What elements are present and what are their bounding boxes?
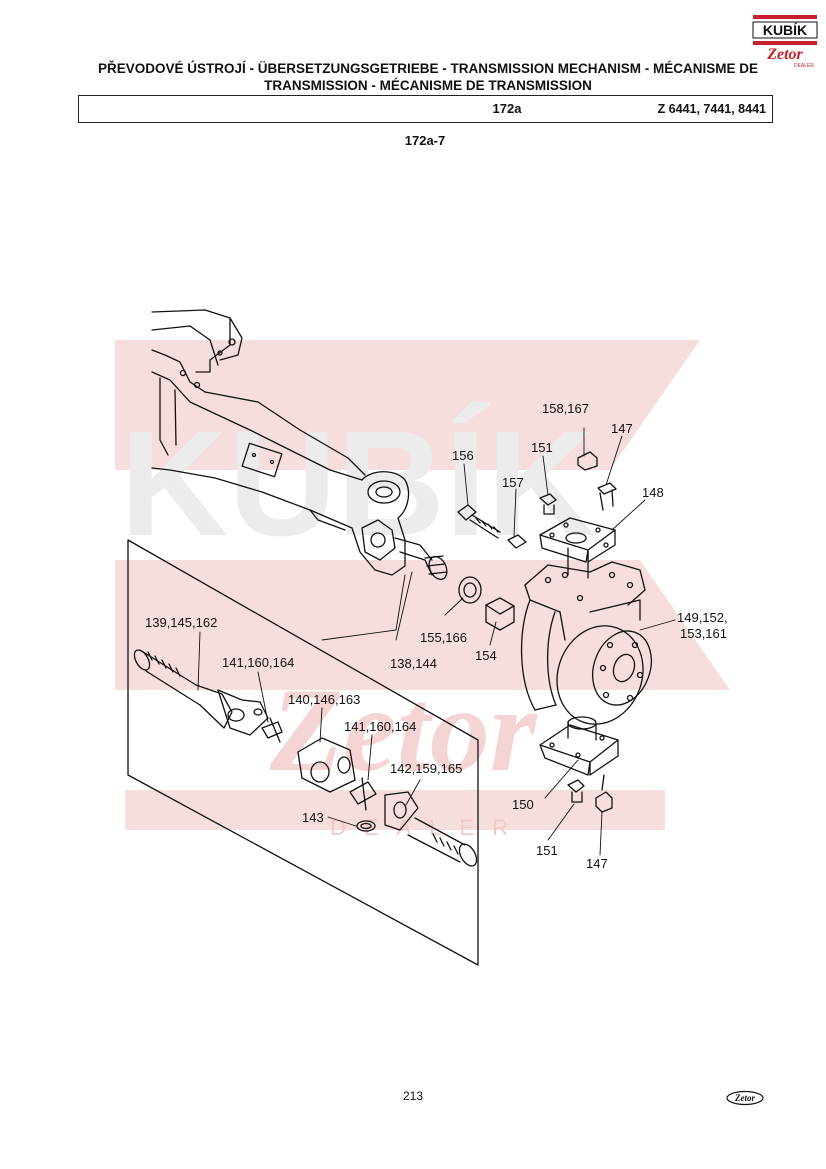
callout-138-144: 138,144: [390, 656, 437, 671]
lower-bearing-plate: [539, 716, 619, 776]
housing-joint: [361, 519, 448, 581]
page-number: 213: [402, 1089, 424, 1103]
kubik-zetor-logo: KUBÍK Zetor DEALER: [752, 15, 818, 69]
zetor-footer-logo: Zetor: [726, 1090, 764, 1106]
svg-text:KUBÍK: KUBÍK: [763, 22, 807, 38]
callout-147-upper: 147: [611, 421, 633, 436]
leader-lines: [197, 427, 676, 856]
kingpin-cap: [577, 451, 598, 471]
bolt-upper: [597, 482, 617, 511]
title-line-1: PŘEVODOVÉ ÚSTROJÍ - ÜBERSETZUNGSGETRIEBE…: [97, 61, 759, 76]
document-title: PŘEVODOVÉ ÚSTROJÍ - ÜBERSETZUNGSGETRIEBE…: [96, 60, 760, 94]
callout-150: 150: [512, 797, 534, 812]
driveshaft-frame: [127, 539, 479, 966]
figure-id: 172a-7: [404, 133, 446, 148]
title-line-2: TRANSMISSION - MÉCANISME DE TRANSMISSION: [264, 78, 592, 93]
grease-nipple-lower: [567, 779, 585, 803]
grease-nipple-upper: [539, 493, 557, 515]
seal-ring: [458, 576, 482, 604]
callout-140-146-163: 140,146,163: [288, 692, 361, 707]
svg-text:Zetor: Zetor: [766, 46, 803, 63]
header-box: 172a Z 6441, 7441, 8441: [78, 95, 773, 123]
section-code: 172a: [492, 101, 522, 116]
axle-housing: [151, 309, 410, 576]
callout-151-lower: 151: [536, 843, 558, 858]
bolt-lower: [595, 774, 613, 813]
callout-142-159-165: 142,159,165: [390, 761, 463, 776]
callout-141-160-164-right: 141,160,164: [344, 719, 417, 734]
callout-141-160-164-left: 141,160,164: [222, 655, 295, 670]
svg-text:Zetor: Zetor: [734, 1093, 755, 1103]
bolt-and-nut: [457, 504, 527, 549]
callout-143: 143: [302, 810, 324, 825]
svg-text:DEALER: DEALER: [794, 63, 814, 69]
drive-shaft-assembly: [133, 649, 478, 867]
callout-147-lower: 147: [586, 856, 608, 871]
callout-154: 154: [475, 648, 497, 663]
callout-156: 156: [452, 448, 474, 463]
callout-149-152: 149,152,: [677, 610, 728, 625]
callout-153-161: 153,161: [680, 626, 727, 641]
callout-151-upper: 151: [531, 440, 553, 455]
callout-139-145-162: 139,145,162: [145, 615, 218, 630]
callout-158-167: 158,167: [542, 401, 589, 416]
model-list: Z 6441, 7441, 8441: [657, 102, 766, 116]
steering-knuckle: [520, 561, 652, 725]
callout-155-166: 155,166: [420, 630, 467, 645]
upper-bearing-plate: [539, 517, 616, 579]
bush: [485, 597, 515, 631]
callout-157: 157: [502, 475, 524, 490]
callout-148: 148: [642, 485, 664, 500]
